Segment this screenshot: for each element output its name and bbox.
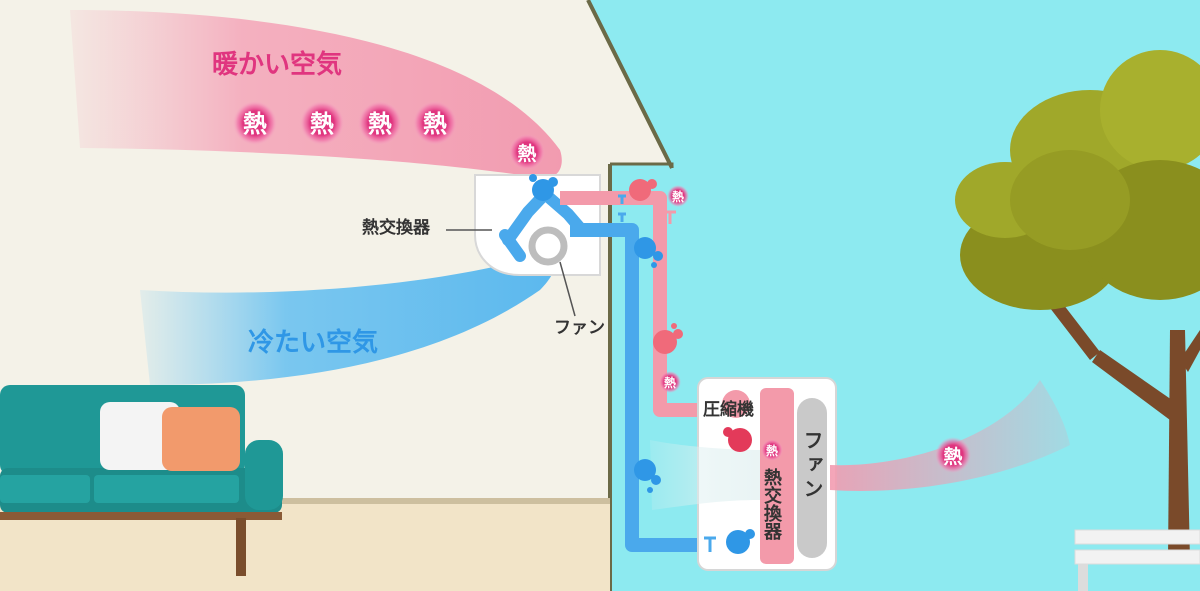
heat-badge-icon: 熱 (659, 371, 681, 393)
heat-badge-label: 熱 (368, 110, 392, 138)
heat-badge-icon: 熱 (358, 101, 402, 145)
heat-badge-label: 熱 (664, 375, 676, 390)
outdoor-heat-exchanger-label: 熱交換器 (761, 468, 782, 540)
heat-badge-icon: 熱 (935, 437, 971, 473)
cold-air-label: 冷たい空気 (248, 328, 379, 358)
wall-outer-edge (608, 164, 612, 591)
valve-icon-hot (654, 210, 676, 386)
roof-eave (610, 162, 674, 168)
refrigerant-bubble-icon (529, 174, 755, 554)
bench (1074, 529, 1200, 591)
outdoor-fan-label: ファン (800, 430, 824, 502)
outdoor-cold-air-flow (650, 440, 760, 510)
valve-icon (618, 194, 716, 552)
outdoor-warm-air-flow (830, 380, 1070, 491)
heat-badge-label: 熱 (672, 189, 684, 204)
cold-air-stream (140, 250, 557, 385)
heat-badge-icon: 熱 (761, 439, 783, 461)
sofa-icon (0, 385, 283, 576)
indoor-heat-exchanger-label: 熱交換器 (362, 218, 430, 238)
roof-edge (586, 0, 674, 169)
heat-badge-icon: 熱 (233, 101, 277, 145)
compressor-icon (722, 390, 750, 418)
outdoor-fan-block (797, 398, 827, 558)
outdoor-heat-exchanger-block (760, 388, 794, 564)
baseboard (0, 498, 610, 504)
warm-air-label: 暖かい空気 (212, 50, 343, 80)
heat-badge-icon: 熱 (509, 134, 545, 170)
cold-refrigerant-pipe (570, 223, 720, 552)
heat-badge-icon: 熱 (667, 185, 689, 207)
heat-badge-label: 熱 (766, 443, 778, 458)
compressor-label: 圧縮機 (703, 400, 754, 420)
heat-badge-icon: 熱 (413, 101, 457, 145)
heat-badge-label: 熱 (423, 110, 447, 138)
heat-badge-icon: 熱 (300, 101, 344, 145)
fan-icon (528, 226, 568, 266)
indoor-fan-label: ファン (554, 318, 605, 338)
heat-badge-label: 熱 (243, 110, 267, 138)
heat-badge-label: 熱 (517, 142, 536, 165)
tree-icon (955, 50, 1200, 560)
heat-badge-label: 熱 (310, 110, 334, 138)
heat-badge-label: 熱 (943, 445, 962, 468)
